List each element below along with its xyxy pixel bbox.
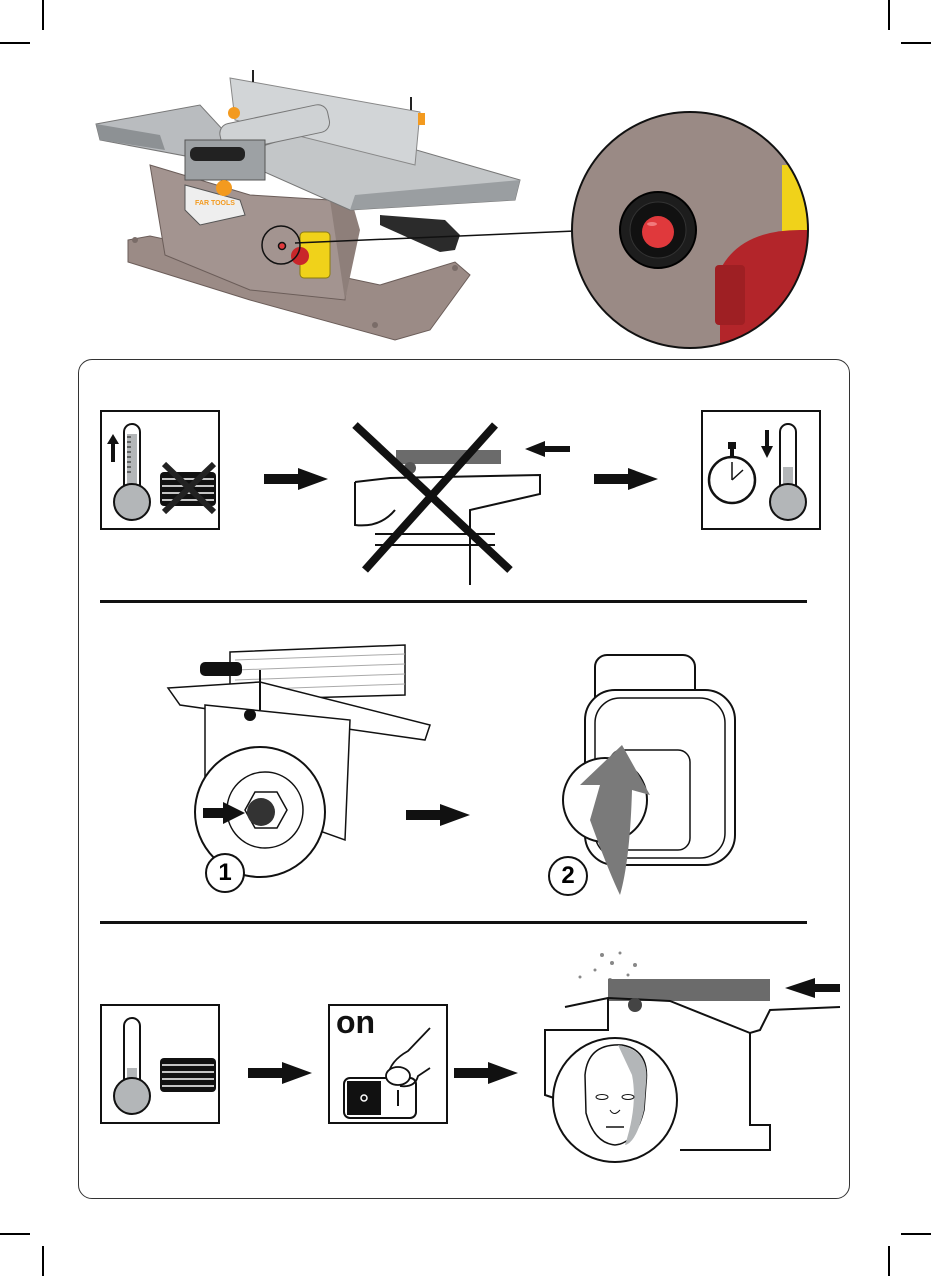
reset-button-closeup — [571, 111, 809, 349]
thermometer-icon — [113, 1017, 151, 1115]
reset-button-closeup-drawing — [194, 746, 326, 878]
motor-icon — [160, 1058, 216, 1092]
crop-mark — [888, 1246, 890, 1276]
arrow-right-icon — [264, 468, 328, 490]
reset-button-small — [277, 241, 287, 251]
step-wait-cool-down — [701, 410, 821, 530]
lift-arrow-icon — [580, 745, 650, 895]
reset-button-drawing — [247, 798, 275, 826]
reset-button — [642, 216, 674, 248]
crop-mark — [42, 0, 44, 30]
arrow-right-icon — [454, 1062, 518, 1084]
workpiece — [608, 979, 770, 1001]
arrow-right-icon — [248, 1062, 312, 1084]
step-number: 1 — [205, 853, 245, 893]
callout-marker — [261, 225, 301, 265]
wood-chips — [578, 951, 637, 982]
down-arrow-icon — [761, 430, 773, 458]
crop-mark — [901, 42, 931, 44]
on-label: on — [336, 1004, 376, 1040]
planer-machine-illustration: FAR TOOLS — [95, 70, 576, 341]
arrow-right-icon — [406, 804, 470, 826]
crop-mark — [42, 1246, 44, 1276]
cross-out-icon — [352, 422, 513, 573]
orange-knob — [216, 180, 232, 196]
orange-knob — [228, 107, 240, 119]
face-icon — [584, 1044, 648, 1146]
section-divider — [100, 600, 807, 603]
press-arrow-icon — [203, 802, 245, 824]
feed-arrow-icon — [525, 441, 570, 457]
step-switch-on: on — [328, 1004, 448, 1124]
section-divider — [100, 921, 807, 924]
crop-mark — [0, 1233, 30, 1235]
up-arrow-icon — [107, 434, 119, 462]
arrow-right-icon — [594, 468, 658, 490]
step-resume-work — [544, 951, 841, 1163]
step-number: 2 — [548, 856, 588, 896]
thermometer-icon — [769, 423, 807, 521]
step-motor-cool — [100, 1004, 220, 1124]
thermometer-icon — [113, 423, 151, 521]
instruction-panel — [78, 359, 850, 1199]
brand-logo: FAR TOOLS — [195, 200, 235, 207]
emergency-stop — [291, 247, 309, 265]
step-do-not-feed — [352, 422, 570, 585]
cross-out-icon — [161, 461, 217, 515]
stopwatch-icon — [707, 442, 757, 505]
step-motor-overheated — [100, 410, 220, 530]
feed-arrow-icon — [785, 978, 840, 998]
step-restart-switch-illustration — [562, 654, 736, 895]
crop-mark — [0, 42, 30, 44]
crop-mark — [901, 1233, 931, 1235]
crop-mark — [888, 0, 890, 30]
